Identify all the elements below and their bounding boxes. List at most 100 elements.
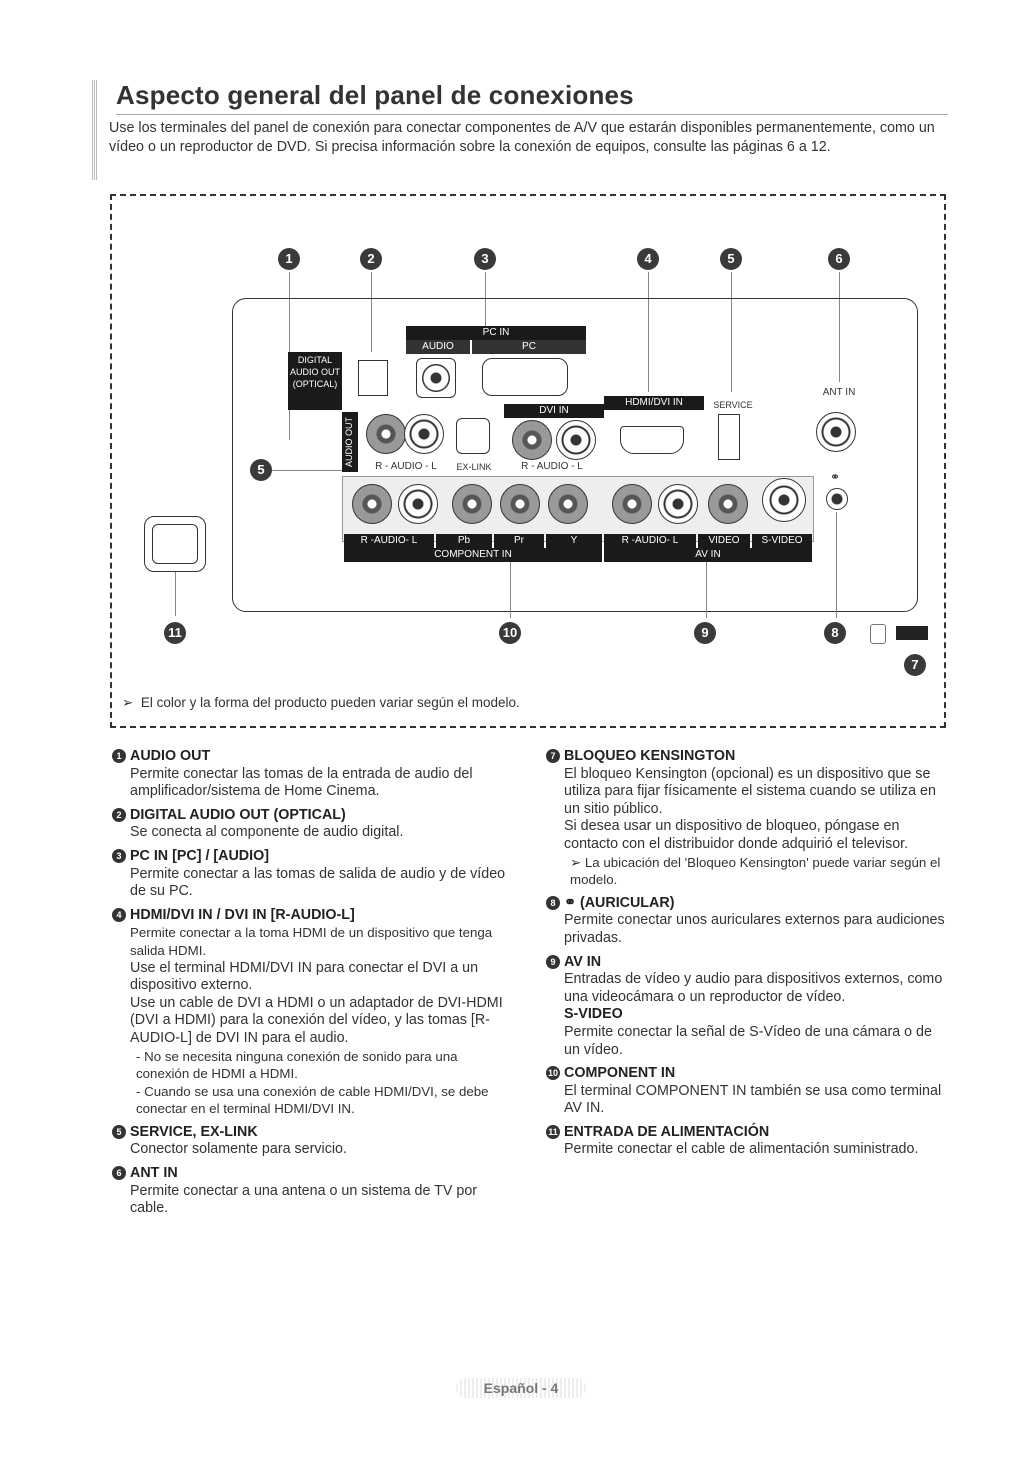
ant-in-jack[interactable] — [816, 412, 856, 452]
component-pr-jack[interactable] — [500, 484, 540, 524]
page-title: Aspecto general del panel de conexiones — [116, 80, 634, 110]
service-label: SERVICE — [708, 398, 758, 412]
dvi-in-label: DVI IN — [504, 404, 604, 418]
bullet-number: 9 — [546, 954, 560, 969]
audio-out-l-jack[interactable] — [404, 414, 444, 454]
callout-5-top: 5 — [720, 248, 742, 270]
item-headphone: 8⚭ (AURICULAR) Permite conectar unos aur… — [546, 895, 946, 948]
component-audio-rl-label: R -AUDIO- L — [344, 534, 434, 548]
pc-label: PC — [472, 340, 586, 354]
vga-port[interactable] — [482, 358, 568, 396]
component-pb-jack[interactable] — [452, 484, 492, 524]
page-number: Español - 4 — [456, 1378, 586, 1398]
av-audio-rl-label: R -AUDIO- L — [604, 534, 696, 548]
digital-audio-out-label: DIGITAL AUDIO OUT (OPTICAL) — [288, 352, 342, 410]
bullet-number: 8 — [546, 895, 560, 910]
bullet-number: 6 — [112, 1166, 126, 1181]
leader-11 — [175, 572, 176, 616]
callout-11: 11 — [164, 622, 186, 644]
component-audio-l-jack[interactable] — [398, 484, 438, 524]
ex-link-label: EX-LINK — [454, 460, 494, 474]
callout-10: 10 — [499, 622, 521, 644]
audio-out-r-jack[interactable] — [366, 414, 406, 454]
headphone-icon: ⚭ — [830, 470, 841, 484]
pr-label: Pr — [494, 534, 544, 548]
service-port[interactable] — [718, 414, 740, 460]
headphone-icon: ⚭ — [564, 894, 580, 911]
leader-9 — [706, 562, 707, 618]
av-in-label: AV IN — [604, 548, 812, 562]
bullet-number: 7 — [546, 749, 560, 763]
component-in-label: COMPONENT IN — [344, 548, 602, 562]
header-accent-bar — [92, 80, 97, 180]
callout-9: 9 — [694, 622, 716, 644]
pc-audio-jack[interactable] — [422, 364, 450, 392]
leader-3 — [485, 272, 486, 328]
bullet-number: 3 — [112, 848, 126, 863]
leader-6 — [839, 272, 840, 382]
s-video-jack[interactable] — [762, 478, 806, 522]
bullet-number: 5 — [112, 1124, 126, 1139]
hdmi-dvi-in-label: HDMI/DVI IN — [604, 396, 704, 410]
leader-4 — [648, 272, 649, 392]
connection-panel — [232, 298, 918, 612]
av-video-jack[interactable] — [708, 484, 748, 524]
audio-out-label: AUDIO OUT — [342, 412, 358, 472]
dvi-audio-r-jack[interactable] — [512, 420, 552, 460]
s-video-label: S-VIDEO — [752, 534, 812, 548]
dvi-audio-l-jack[interactable] — [556, 420, 596, 460]
callout-4: 4 — [637, 248, 659, 270]
callout-7: 7 — [904, 654, 926, 676]
callout-2: 2 — [360, 248, 382, 270]
component-audio-r-jack[interactable] — [352, 484, 392, 524]
av-audio-l-jack[interactable] — [658, 484, 698, 524]
bullet-number: 11 — [546, 1124, 560, 1139]
audio-label: AUDIO — [406, 340, 470, 354]
optical-port[interactable] — [358, 360, 388, 396]
diagram-frame — [110, 194, 946, 728]
note-arrow-icon: ➢ — [122, 695, 141, 710]
callout-5-left: 5 — [250, 459, 272, 481]
power-inlet-inner — [152, 524, 198, 564]
audio-out-rl-label: R - AUDIO - L — [358, 460, 454, 474]
component-y-jack[interactable] — [548, 484, 588, 524]
bullet-number: 1 — [112, 749, 126, 763]
hdmi-port[interactable] — [620, 426, 684, 454]
pc-in-label: PC IN — [406, 326, 586, 340]
callout-3: 3 — [474, 248, 496, 270]
leader-2 — [371, 272, 372, 352]
ant-in-label: ANT IN — [814, 386, 864, 400]
callout-8: 8 — [824, 622, 846, 644]
ex-link-port[interactable] — [456, 418, 490, 454]
diagram-note: ➢ El color y la forma del producto puede… — [122, 695, 520, 710]
kensington-slot — [896, 626, 928, 640]
dvi-audio-rl-label: R - AUDIO - L — [502, 460, 602, 474]
callout-6: 6 — [828, 248, 850, 270]
av-audio-r-jack[interactable] — [612, 484, 652, 524]
leader-5-left — [272, 470, 352, 471]
leader-10 — [510, 562, 511, 618]
intro-text: Use los terminales del panel de conexión… — [109, 120, 935, 155]
headphone-jack[interactable] — [826, 488, 848, 510]
bullet-number: 10 — [546, 1066, 560, 1081]
s-video-subtitle: S-VIDEO — [564, 1006, 623, 1023]
leader-8 — [836, 512, 837, 618]
pb-label: Pb — [436, 534, 492, 548]
bullet-number: 4 — [112, 907, 126, 922]
kensington-slot-icon — [870, 624, 886, 644]
callout-1: 1 — [278, 248, 300, 270]
title-divider — [116, 114, 948, 115]
bullet-number: 2 — [112, 807, 126, 822]
y-label: Y — [546, 534, 602, 548]
leader-5 — [731, 272, 732, 392]
